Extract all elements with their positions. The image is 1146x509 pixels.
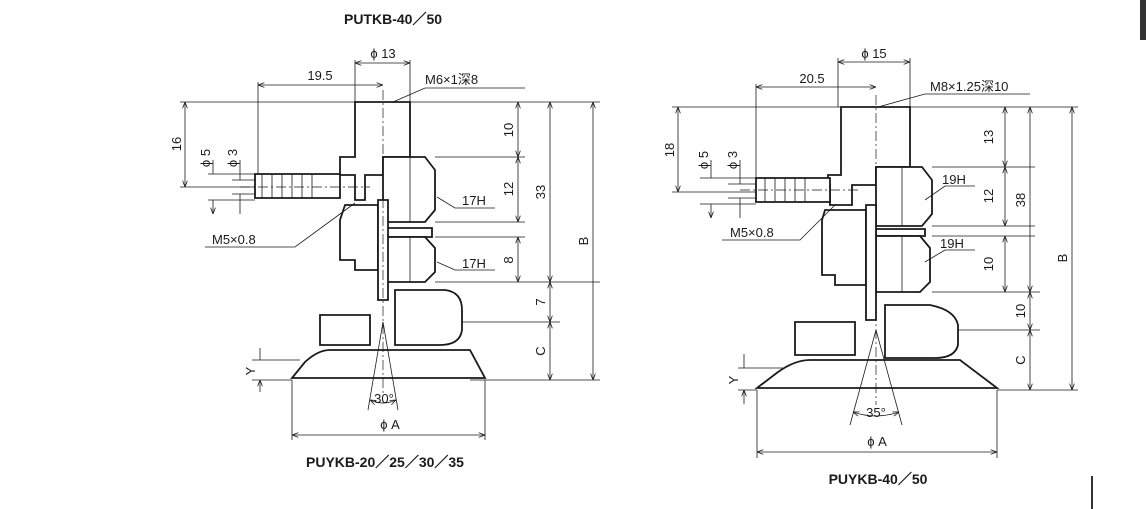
left-vacuum-pad-assembly [254,101,487,379]
left-dim-10: 10 [501,123,516,137]
left-hex-label-2: 17H [462,256,486,271]
edge-divider [1091,476,1093,509]
left-dim-8: 8 [501,256,516,263]
right-dim-18: 18 [662,143,677,157]
right-dim-12: 12 [981,189,996,203]
left-dim-B: B [576,237,591,246]
left-dim-12: 12 [501,182,516,196]
left-dim-phi5: ϕ 5 [198,149,213,167]
left-dim-phi13: ϕ 13 [370,46,395,61]
right-bottom-title: PUYKB-40／50 [829,471,928,487]
right-dim-20-5: 20.5 [799,71,824,86]
right-dim-phi5: ϕ 5 [696,151,711,169]
left-dim-7: 7 [533,298,548,305]
right-drawing: ϕ 15 20.5 M8×1.25深10 18 ϕ 5 ϕ 3 13 12 10… [662,46,1078,487]
right-m5-label: M5×0.8 [730,225,774,240]
scrollbar-thumb[interactable] [1140,0,1146,40]
left-bottom-title: PUYKB-20／25／30／35 [306,454,464,470]
right-hex-label-2: 19H [940,236,964,251]
right-dim-Y: Y [726,375,741,384]
left-thread-label: M6×1深8 [425,72,478,87]
left-dim-33: 33 [533,185,548,199]
right-thread-label: M8×1.25深10 [930,79,1008,94]
left-dim-phiA: ϕ A [380,417,400,432]
right-dim-phi3: ϕ 3 [725,151,740,169]
left-dim-Y: Y [243,366,258,375]
right-dim-angle: 35° [866,405,886,420]
right-dim-38: 38 [1013,193,1028,207]
right-dim-10-stem: 10 [1013,304,1028,318]
right-vacuum-pad-assembly [754,106,1000,389]
right-dim-phi15: ϕ 15 [861,46,886,61]
right-dim-13: 13 [981,130,996,144]
right-hex-label-1: 19H [942,172,966,187]
right-dim-phiA: ϕ A [867,434,887,449]
left-hex-label-1: 17H [462,193,486,208]
left-m5-label: M5×0.8 [212,232,256,247]
left-drawing: PUTKB-40／50 ϕ 13 19.5 M6×1深8 [169,11,600,470]
right-dim-C: C [1013,355,1028,364]
right-dim-10-nut: 10 [981,257,996,271]
left-dim-C: C [533,346,548,355]
left-top-title: PUTKB-40／50 [344,11,442,27]
right-dim-B: B [1055,254,1070,263]
left-dim-angle: 30° [374,391,394,406]
left-dim-19-5: 19.5 [307,68,332,83]
left-dim-16: 16 [169,137,184,151]
left-dim-phi3: ϕ 3 [225,149,240,167]
